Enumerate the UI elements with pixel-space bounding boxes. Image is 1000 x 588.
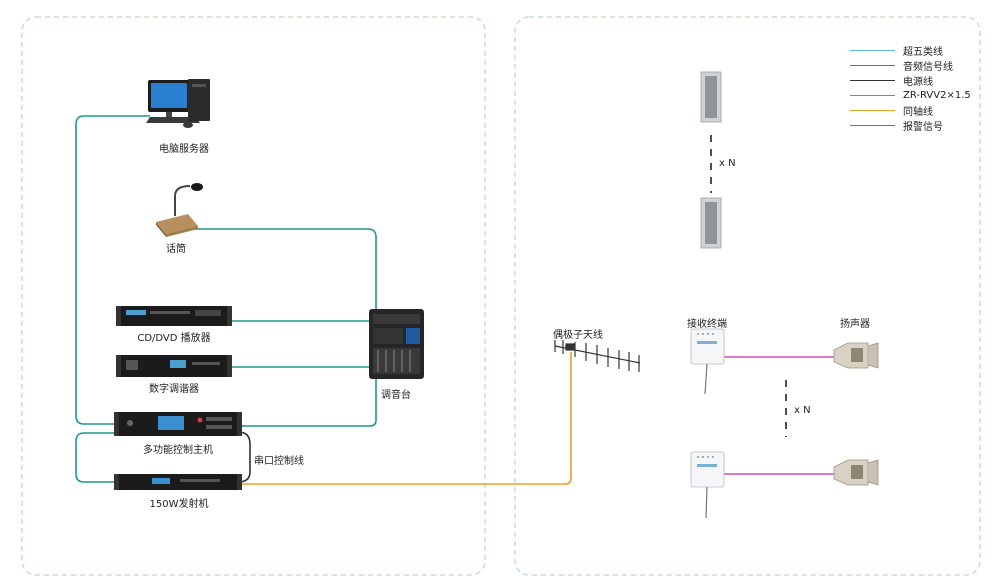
legend-item-rvv: ZR-RVV2×1.5: [850, 88, 971, 103]
left-panel: [21, 16, 486, 576]
legend: 超五类线 音频信号线 电源线 ZR-RVV2×1.5 同轴线 报警信号: [850, 43, 971, 133]
microphone-icon: [156, 183, 203, 237]
mixer-label: 调音台: [381, 390, 411, 401]
legend-item-cat5e: 超五类线: [850, 43, 971, 58]
transmitter-icon: [114, 474, 242, 490]
right-panel: [514, 16, 981, 576]
computer-icon: [146, 79, 210, 128]
legend-swatch-cat5e: [850, 50, 895, 51]
cd-player-label: CD/DVD 播放器: [137, 333, 211, 344]
receiver-bottom-icon: [690, 451, 725, 519]
legend-swatch-power: [850, 80, 895, 81]
receiver-label: 接收终端: [687, 319, 727, 330]
legend-text-coax: 同轴线: [903, 107, 933, 118]
serial-line-label: 串口控制线: [254, 456, 304, 467]
legend-text-alarm: 报警信号: [903, 122, 943, 133]
legend-swatch-coax: [850, 110, 895, 111]
host-icon: [114, 412, 242, 436]
horn-speaker-bottom-icon: [833, 459, 879, 486]
receiver-top-icon: [690, 328, 725, 395]
antenna-icon: [554, 340, 641, 372]
column-speaker-top-icon: [700, 71, 722, 123]
column-multiplier-label: x N: [719, 158, 736, 169]
wire-host-transmitter: [75, 432, 118, 483]
legend-text-audio: 音频信号线: [903, 62, 953, 73]
computer-label: 电脑服务器: [159, 144, 209, 155]
transmitter-label: 150W发射机: [149, 499, 209, 510]
legend-swatch-alarm: [850, 125, 895, 126]
wire-computer-host: [75, 115, 150, 425]
wire-mic-mixer: [195, 228, 377, 310]
tuner-icon: [116, 355, 232, 377]
legend-item-audio: 音频信号线: [850, 58, 971, 73]
microphone-label: 话筒: [166, 244, 186, 255]
legend-item-coax: 同轴线: [850, 103, 971, 118]
wire-coax: [238, 352, 572, 485]
wire-mixer-host: [238, 378, 377, 427]
legend-swatch-audio: [850, 65, 895, 66]
wire-serial-control: [237, 431, 251, 483]
column-speaker-bottom-icon: [700, 197, 722, 249]
host-label: 多功能控制主机: [143, 445, 213, 456]
legend-text-rvv: ZR-RVV2×1.5: [903, 90, 971, 101]
speaker-label: 扬声器: [840, 319, 870, 330]
legend-swatch-rvv: [850, 95, 895, 96]
receiver-multiplier-label: x N: [794, 405, 811, 416]
legend-item-power: 电源线: [850, 73, 971, 88]
horn-speaker-top-icon: [833, 342, 879, 369]
mixer-icon: [369, 309, 424, 379]
antenna-label: 偶极子天线: [553, 330, 603, 341]
legend-text-power: 电源线: [903, 77, 933, 88]
legend-item-alarm: 报警信号: [850, 118, 971, 133]
cd-player-icon: [116, 306, 232, 326]
legend-text-cat5e: 超五类线: [903, 47, 943, 58]
tuner-label: 数字调谐器: [149, 384, 199, 395]
